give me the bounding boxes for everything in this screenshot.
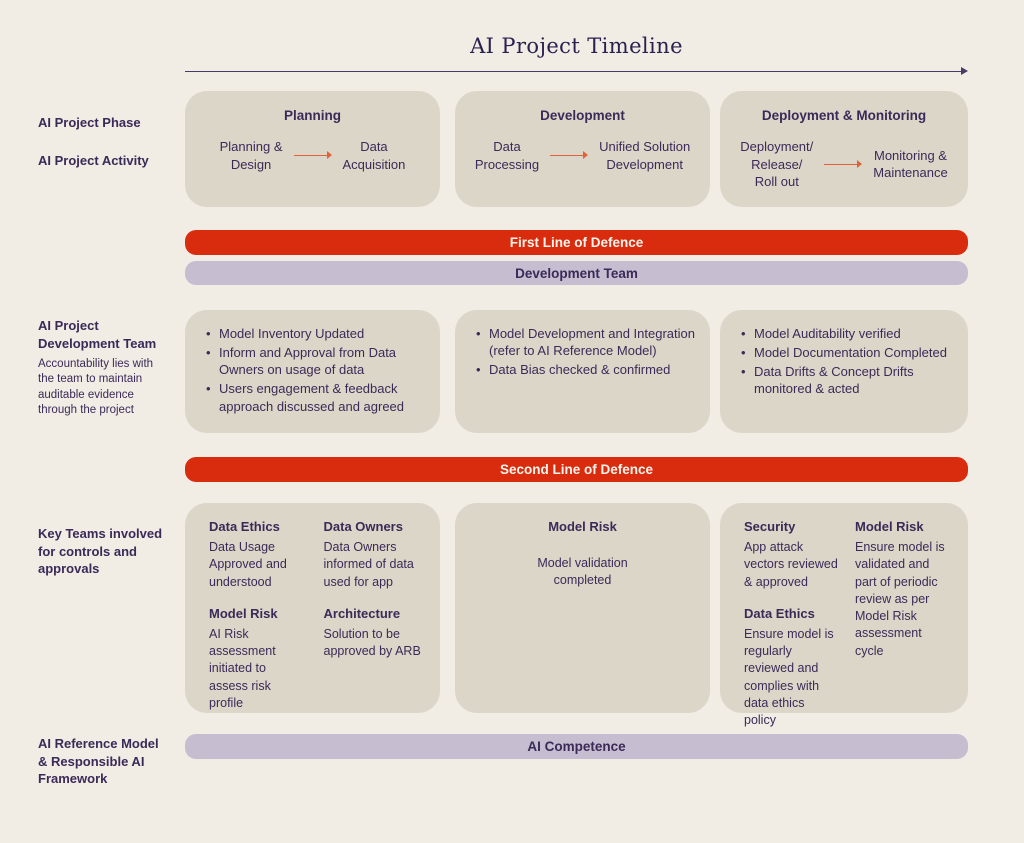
key-teams-column-left: Data Ethics Data Usage Approved and unde… [209, 519, 308, 712]
phase-card-deployment: Deployment & Monitoring Deployment/ Rele… [720, 91, 968, 207]
dev-team-card-planning: Model Inventory Updated Inform and Appro… [185, 310, 440, 433]
activity-arrow-icon [293, 151, 332, 160]
team-text: App attack vectors reviewed & approved [744, 540, 838, 589]
row-label-dev-team-note: Accountability lies with the team to mai… [38, 358, 154, 416]
banner-development-team: Development Team [185, 261, 968, 285]
team-group: Security App attack vectors reviewed & a… [744, 519, 839, 591]
bullet-item: Data Bias checked & confirmed [476, 361, 696, 378]
dev-team-card-development: Model Development and Integration (refer… [455, 310, 710, 433]
team-text: Model validation completed [537, 556, 628, 588]
activity-from: Planning & Design [219, 139, 283, 172]
team-text: AI Risk assessment initiated to assess r… [209, 626, 276, 710]
arrow-head [583, 151, 589, 160]
banner-first-line-of-defence: First Line of Defence [185, 230, 968, 255]
team-group: Model Risk Ensure model is validated and… [855, 519, 950, 660]
team-heading: Data Ethics [744, 605, 815, 621]
key-teams-column-left: Security App attack vectors reviewed & a… [744, 519, 839, 729]
phase-activities: Data Processing Unified Solution Develop… [475, 138, 690, 173]
team-text: Data Owners informed of data used for ap… [323, 540, 414, 589]
team-group: Data Ethics Data Usage Approved and unde… [209, 519, 308, 591]
banner-second-line-of-defence: Second Line of Defence [185, 457, 968, 482]
activity-arrow-icon [550, 151, 589, 160]
team-text: Solution to be approved by ARB [323, 626, 421, 658]
team-text: Data Usage Approved and understood [209, 540, 287, 589]
bullet-item: Model Auditability verified [741, 325, 954, 342]
team-text: Ensure model is regularly reviewed and c… [744, 626, 834, 727]
team-heading: Model Risk [209, 605, 278, 621]
bullet-item: Model Inventory Updated [206, 325, 426, 342]
bullet-item: Inform and Approval from Data Owners on … [206, 344, 426, 378]
key-teams-column-right: Data Owners Data Owners informed of data… [324, 519, 423, 712]
bullet-item: Data Drifts & Concept Drifts monitored &… [741, 363, 954, 397]
key-teams-column-right: Model Risk Ensure model is validated and… [855, 519, 950, 729]
row-label-key-teams: Key Teams involved for controls and appr… [38, 526, 163, 577]
timeline-arrowhead-icon [961, 67, 968, 75]
activity-from: Data Processing [474, 139, 540, 172]
team-heading: Data Owners [323, 519, 403, 534]
bullet-list: Model Development and Integration (refer… [455, 310, 710, 379]
arrow-head [326, 151, 332, 160]
phase-title: Planning [284, 108, 341, 123]
activity-to: Monitoring & Maintenance [873, 147, 948, 181]
phase-activities: Planning & Design Data Acquisition [220, 138, 406, 173]
arrow-line [550, 154, 585, 157]
bullet-list: Model Inventory Updated Inform and Appro… [185, 310, 440, 415]
team-heading: Architecture [323, 605, 401, 621]
dev-team-card-deployment: Model Auditability verified Model Docume… [720, 310, 968, 433]
team-heading: Data Ethics [209, 519, 280, 534]
arrow-head [857, 160, 863, 169]
key-teams-card-planning: Data Ethics Data Usage Approved and unde… [185, 503, 440, 713]
arrow-line [824, 163, 859, 166]
phase-card-development: Development Data Processing Unified Solu… [455, 91, 710, 207]
bullet-item: Model Documentation Completed [741, 344, 954, 361]
team-heading: Model Risk [548, 519, 617, 534]
bullet-list: Model Auditability verified Model Docume… [720, 310, 968, 398]
team-group: Architecture Solution to be approved by … [324, 606, 423, 661]
arrow-line [293, 154, 328, 157]
team-group: Model Risk Model validation completed [455, 503, 710, 590]
phase-activities: Deployment/ Release/ Roll out Monitoring… [740, 138, 947, 191]
team-group: Data Ethics Ensure model is regularly re… [744, 606, 839, 730]
team-heading: Model Risk [855, 519, 924, 534]
phase-card-planning: Planning Planning & Design Data Acquisit… [185, 91, 440, 207]
activity-arrow-icon [824, 160, 863, 169]
key-teams-columns: Security App attack vectors reviewed & a… [720, 503, 968, 729]
timeline-arrow [185, 67, 968, 76]
team-text: Ensure model is validated and part of pe… [855, 540, 945, 658]
row-label-dev-team: AI Project Development Team [38, 318, 157, 351]
team-group: Model Risk AI Risk assessment initiated … [209, 606, 308, 712]
row-label-activity: AI Project Activity [38, 153, 149, 168]
activity-from: Deployment/ Release/ Roll out [740, 139, 814, 190]
key-teams-card-development: Model Risk Model validation completed [455, 503, 710, 713]
page-title: AI Project Timeline [470, 34, 683, 58]
activity-to: Unified Solution Development [599, 139, 691, 172]
bullet-item: Users engagement & feedback approach dis… [206, 380, 426, 414]
bullet-item: Model Development and Integration (refer… [476, 325, 696, 359]
row-label-phase: AI Project Phase [38, 115, 141, 130]
key-teams-card-deployment: Security App attack vectors reviewed & a… [720, 503, 968, 727]
activity-to: Data Acquisition [342, 139, 406, 172]
team-heading: Security [744, 519, 796, 534]
row-label-reference: AI Reference Model & Responsible AI Fram… [38, 736, 159, 787]
phase-title: Deployment & Monitoring [761, 108, 927, 123]
key-teams-columns: Data Ethics Data Usage Approved and unde… [185, 503, 440, 712]
timeline-line [185, 70, 963, 73]
phase-title: Development [540, 108, 625, 123]
banner-ai-competence: AI Competence [185, 734, 968, 759]
team-group: Data Owners Data Owners informed of data… [324, 519, 423, 591]
